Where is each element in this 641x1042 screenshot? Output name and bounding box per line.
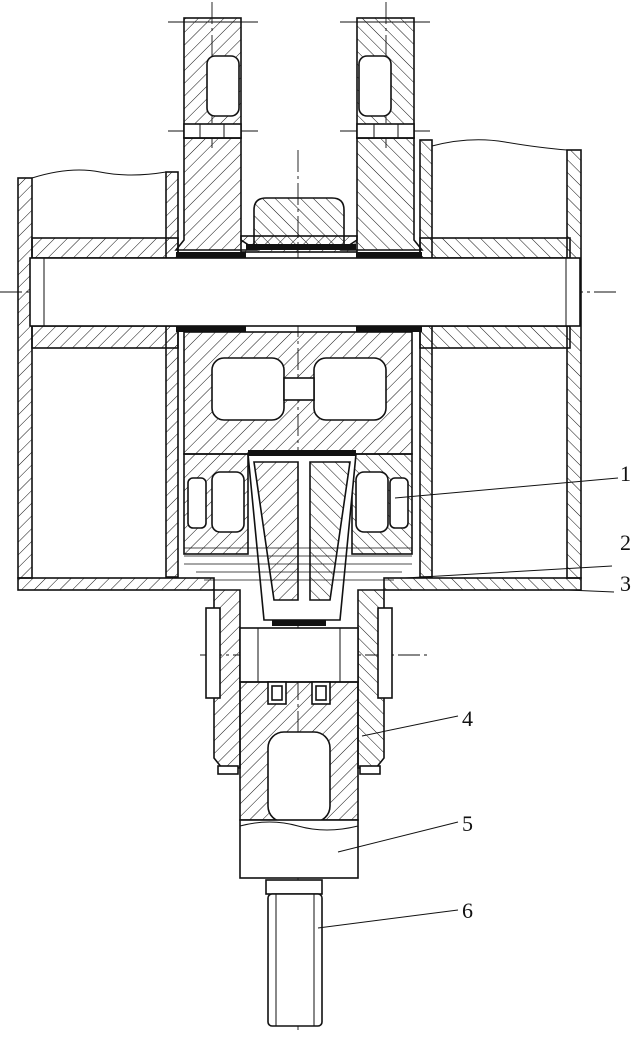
upper-gear-left <box>183 17 242 139</box>
upper-gear-right <box>356 17 415 139</box>
slider-block <box>239 681 359 879</box>
neck-housing <box>205 589 393 775</box>
housing-frame <box>17 139 582 591</box>
gear-hubs <box>174 137 424 253</box>
callout-4: 4 <box>462 706 473 731</box>
callout-3: 3 <box>620 571 631 596</box>
oil-level-lines <box>184 547 412 581</box>
punch-tool <box>265 879 323 1027</box>
callout-2: 2 <box>620 530 631 555</box>
cross-pin <box>239 620 359 683</box>
callout-5: 5 <box>462 811 473 836</box>
leader-lines <box>317 477 619 929</box>
callout-6: 6 <box>462 898 473 923</box>
callout-1: 1 <box>620 461 631 486</box>
main-shaft <box>29 244 581 332</box>
lower-gear-assembly <box>183 450 413 621</box>
crank-carrier <box>183 331 413 455</box>
